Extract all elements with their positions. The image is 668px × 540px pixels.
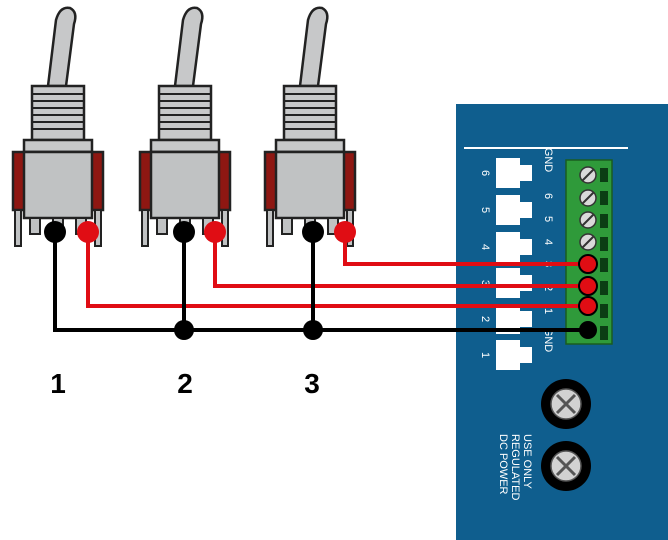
toggle-switch-2 [138, 6, 232, 248]
signal-dot [334, 221, 356, 243]
terminal-label: 1 [542, 308, 554, 314]
ground-dot [173, 221, 195, 243]
terminal-dots [44, 221, 356, 243]
terminal-label: 6 [542, 193, 554, 199]
connector-6 [496, 158, 532, 188]
connector-4 [496, 232, 532, 262]
signal-wire-switch-1 [86, 232, 588, 308]
signal-terminal-dot [578, 296, 598, 316]
power-note: USE ONLY REGULATED DC POWER [497, 434, 533, 500]
terminal-screw [579, 189, 597, 207]
signal-terminal-dot [578, 276, 598, 296]
ground-wires [53, 232, 588, 332]
toggle-switch-1 [11, 6, 105, 248]
signal-terminal-dot [578, 254, 598, 274]
signal-dot [77, 221, 99, 243]
connector-label: 4 [479, 244, 491, 250]
signal-wire-switch-2 [213, 232, 588, 288]
terminal-block [565, 159, 613, 345]
connector-label: 6 [479, 170, 491, 176]
connector-label: 5 [479, 207, 491, 213]
switch-number-2: 2 [177, 368, 193, 399]
ground-bus-wire [53, 232, 588, 332]
connector-1 [496, 340, 532, 370]
power-note-line-1: USE ONLY [521, 434, 533, 489]
terminal-block-dots [578, 254, 598, 339]
controller-board: 6 5 4 3 2 1 GND 6 5 4 3 2 1 GND [456, 104, 668, 540]
power-screw-top [541, 379, 591, 429]
terminal-screw [579, 233, 597, 251]
terminal-label: 4 [542, 239, 554, 245]
power-note-line-3: DC POWER [497, 434, 509, 495]
power-note-line-2: REGULATED [509, 434, 521, 500]
terminal-screw [579, 166, 597, 184]
terminal-label: 5 [542, 216, 554, 222]
connector-label: 1 [479, 352, 491, 358]
ground-dot [44, 221, 66, 243]
toggle-switch-3 [263, 6, 357, 248]
terminal-screw [579, 211, 597, 229]
connector-3 [496, 268, 532, 298]
connector-labels: 6 5 4 3 2 1 [479, 170, 491, 358]
ground-terminal-dot [579, 321, 597, 339]
ground-junction [174, 320, 194, 340]
connector-label: 3 [479, 280, 491, 286]
terminal-label: GND [542, 148, 554, 173]
terminal-label: GND [542, 328, 554, 353]
connector-label: 2 [479, 316, 491, 322]
ground-junction [303, 320, 323, 340]
ground-dot [302, 221, 324, 243]
switch-number-3: 3 [304, 368, 320, 399]
switch-number-1: 1 [50, 368, 66, 399]
connector-5 [496, 195, 532, 225]
signal-dot [204, 221, 226, 243]
power-screw-bottom [541, 441, 591, 491]
